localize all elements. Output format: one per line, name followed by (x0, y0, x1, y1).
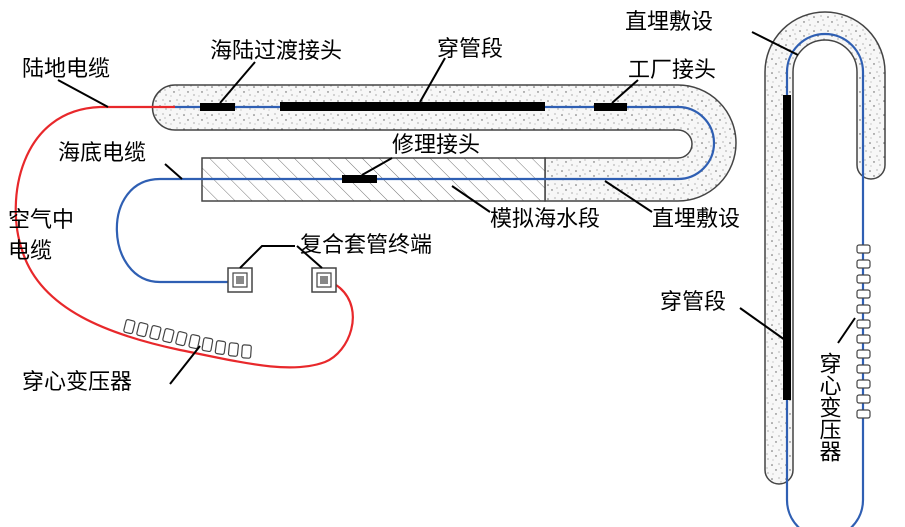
conduit-right-bar (783, 95, 791, 400)
current-transformers-right (856, 244, 871, 419)
label-direct-burial-top: 直埋敷设 (625, 10, 713, 35)
top-burial-trench (151, 84, 737, 202)
factory-joint-bar (594, 103, 627, 111)
sea-land-joint-bar (200, 103, 235, 111)
terminal-right (311, 267, 337, 293)
current-transformers-left (123, 319, 252, 359)
conduit-top-bar (280, 102, 545, 111)
label-composite-terminal: 复合套管终端 (300, 233, 432, 258)
label-simulated-seawater: 模拟海水段 (490, 207, 600, 232)
leader-lines (57, 31, 856, 385)
label-repair-joint: 修理接头 (392, 133, 480, 158)
submarine-cable-path (115, 105, 716, 284)
land-cable-path (14, 105, 354, 369)
label-factory-joint: 工厂接头 (628, 58, 716, 83)
label-air-cable-line2: 电缆 (8, 239, 52, 264)
terminal-left (227, 267, 253, 293)
label-conduit-right: 穿管段 (660, 290, 726, 315)
label-ct-right: 穿心变压器 (816, 352, 842, 462)
label-air-cable-line1: 空气中 (8, 208, 74, 233)
label-direct-burial-mid: 直埋敷设 (652, 207, 740, 232)
label-land-cable: 陆地电缆 (22, 57, 110, 82)
label-ct-left: 穿心变压器 (22, 370, 132, 395)
label-submarine-cable: 海底电缆 (58, 141, 146, 166)
repair-joint-bar (342, 175, 377, 183)
label-conduit-top: 穿管段 (437, 37, 503, 62)
submarine-cable-right-loop (785, 32, 865, 527)
label-sea-land-joint: 海陆过渡接头 (210, 39, 342, 64)
